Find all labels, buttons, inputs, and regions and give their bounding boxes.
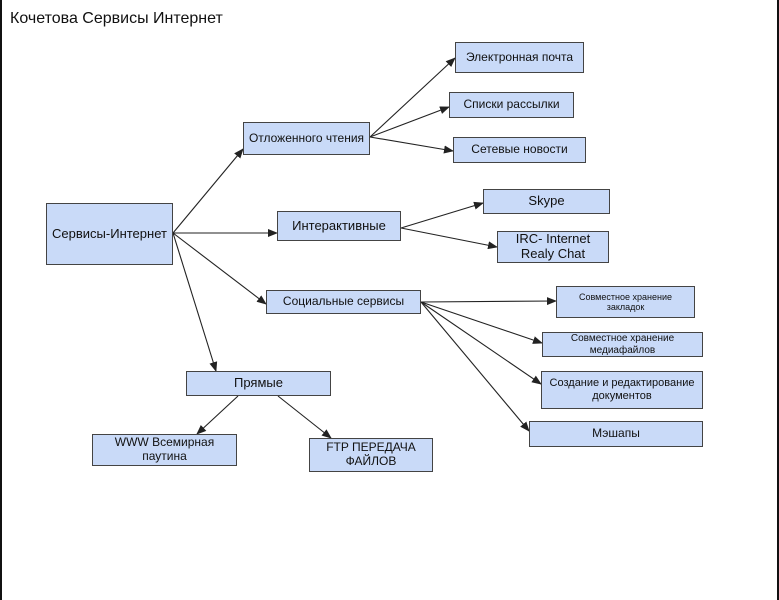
arrow-root-to-deferred [172, 148, 244, 234]
node-shared-media[interactable]: Совместное хранение медиафайлов [542, 332, 703, 357]
node-email[interactable]: Электронная почта [455, 42, 584, 73]
node-www[interactable]: WWW Всемирная паутина [92, 434, 237, 466]
node-direct[interactable]: Прямые [186, 371, 331, 396]
arrow-root-to-social [172, 232, 267, 305]
arrow-deferred-to-news [369, 136, 454, 154]
arrow-social-to-docs [420, 301, 542, 385]
node-irc[interactable]: IRC- Internet Realy Chat [497, 231, 609, 263]
node-shared-bookmarks[interactable]: Совместное хранение закладок [556, 286, 695, 318]
node-network-news[interactable]: Сетевые новости [453, 137, 586, 163]
arrow-root-to-direct [172, 232, 218, 372]
arrow-interactive-to-irc [400, 227, 498, 250]
node-mailing-lists[interactable]: Списки рассылки [449, 92, 574, 118]
node-social-services[interactable]: Социальные сервисы [266, 290, 421, 314]
node-mashups[interactable]: Мэшапы [529, 421, 703, 447]
node-ftp[interactable]: FTP ПЕРЕДАЧА ФАЙЛОВ [309, 438, 433, 472]
node-root[interactable]: Сервисы-Интернет [46, 203, 173, 265]
arrow-deferred-to-mailing [369, 106, 450, 138]
arrow-social-to-media [420, 301, 543, 344]
arrow-direct-to-www [196, 395, 239, 435]
node-document-editing[interactable]: Создание и редактирование документов [541, 371, 703, 409]
arrow-direct-to-ftp [277, 395, 332, 439]
node-skype[interactable]: Skype [483, 189, 610, 214]
page-title: Кочетова Сервисы Интернет [10, 10, 223, 27]
arrow-social-to-mashups [420, 301, 530, 432]
node-interactive[interactable]: Интерактивные [277, 211, 401, 241]
node-deferred-reading[interactable]: Отложенного чтения [243, 122, 370, 155]
arrow-deferred-to-email [369, 57, 456, 138]
arrow-social-to-bookmarks [420, 297, 557, 306]
arrow-interactive-to-skype [400, 201, 484, 229]
